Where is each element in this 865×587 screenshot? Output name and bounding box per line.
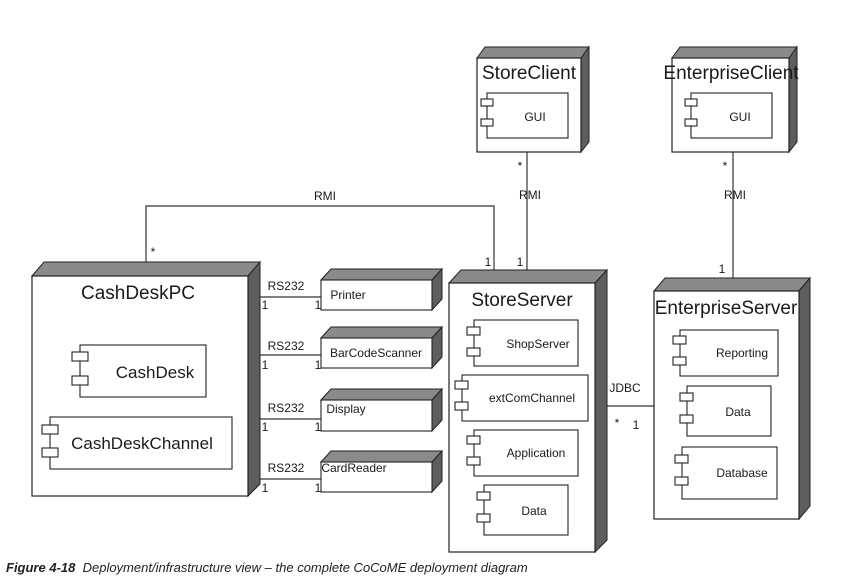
multiplicity-display-right: 1 xyxy=(315,420,322,434)
figure-caption: Figure 4-18 Deployment/infrastructure vi… xyxy=(6,560,528,575)
enterprise-server-title: EnterpriseServer xyxy=(655,298,798,319)
reporting-label: Reporting xyxy=(716,346,768,360)
cash-desk-channel-label: CashDeskChannel xyxy=(71,434,213,453)
node-store-client: StoreClient GUI xyxy=(476,45,590,154)
component-store-data: Data xyxy=(476,484,569,536)
multiplicity-jdbc-store: * xyxy=(615,416,620,430)
shop-server-label: ShopServer xyxy=(506,337,569,351)
node-display: Display xyxy=(319,387,444,433)
component-application: Application xyxy=(466,429,579,477)
rs232-barcode-label: RS232 xyxy=(268,339,305,353)
multiplicity-enterpriseserver: 1 xyxy=(719,262,726,276)
rmi-cashdesk-store-line xyxy=(145,205,495,270)
store-client-gui-label: GUI xyxy=(524,110,545,124)
component-shop-server: ShopServer xyxy=(466,319,579,367)
multiplicity-cardreader-right: 1 xyxy=(315,481,322,495)
multiplicity-cardreader-left: 1 xyxy=(262,481,269,495)
rs232-cardreader-label: RS232 xyxy=(268,461,305,475)
node-store-server: StoreServer ShopServer extComChannel App… xyxy=(447,268,609,554)
enterprise-data-label: Data xyxy=(725,405,751,419)
figure-number: Figure 4-18 xyxy=(6,560,76,575)
node-enterprise-server: EnterpriseServer Reporting Data Database xyxy=(652,276,812,521)
database-label: Database xyxy=(716,466,768,480)
card-reader-label: CardReader xyxy=(321,461,386,475)
node-card-reader: CardReader xyxy=(319,449,444,494)
store-data-label: Data xyxy=(521,504,547,518)
multiplicity-enterpriseclient: * xyxy=(723,159,728,173)
multiplicity-barcode-left: 1 xyxy=(262,358,269,372)
jdbc-label: JDBC xyxy=(609,381,641,395)
figure-caption-text: Deployment/infrastructure view – the com… xyxy=(82,560,528,575)
connector-labels: RMI RMI RMI RS232 RS232 RS232 RS232 JDBC xyxy=(268,188,746,475)
multiplicity-printer-left: 1 xyxy=(262,298,269,312)
barcode-scanner-label: BarCodeScanner xyxy=(330,346,422,360)
multiplicity-store-rmi-cashdesk: 1 xyxy=(485,255,492,269)
component-database: Database xyxy=(674,446,778,500)
multiplicity-store-rmi-client: 1 xyxy=(517,255,524,269)
rmi-cashdesk-store-label: RMI xyxy=(314,189,336,203)
component-reporting: Reporting xyxy=(672,329,779,377)
component-store-client-gui: GUI xyxy=(480,92,569,139)
multiplicity-printer-right: 1 xyxy=(315,298,322,312)
multiplicity-barcode-right: 1 xyxy=(315,358,322,372)
enterprise-client-title: EnterpriseClient xyxy=(663,63,799,84)
node-enterprise-client: EnterpriseClient GUI xyxy=(663,45,799,154)
multiplicity-cashdesk-rmi: * xyxy=(151,245,156,259)
rs232-printer-label: RS232 xyxy=(268,279,305,293)
rmi-storeclient-label: RMI xyxy=(519,188,541,202)
printer-label: Printer xyxy=(330,288,365,302)
store-server-title: StoreServer xyxy=(471,290,573,311)
multiplicity-labels: * 1 1 * * 1 1 1 1 1 1 1 1 1 * 1 xyxy=(151,159,728,495)
cash-desk-pc-title: CashDeskPC xyxy=(81,283,195,304)
store-client-title: StoreClient xyxy=(482,63,577,84)
multiplicity-display-left: 1 xyxy=(262,420,269,434)
component-enterprise-client-gui: GUI xyxy=(684,92,773,139)
component-ext-com-channel: extComChannel xyxy=(454,374,589,422)
rs232-display-label: RS232 xyxy=(268,401,305,415)
node-printer: Printer xyxy=(319,267,444,312)
node-cash-desk-pc: CashDeskPC CashDesk CashDeskChannel xyxy=(30,260,262,498)
node-barcode-scanner: BarCodeScanner xyxy=(319,325,444,370)
display-label: Display xyxy=(326,402,365,416)
multiplicity-storeclient: * xyxy=(518,159,523,173)
enterprise-client-gui-label: GUI xyxy=(729,110,750,124)
ext-com-channel-label: extComChannel xyxy=(489,391,575,405)
component-enterprise-data: Data xyxy=(679,385,772,437)
component-cash-desk: CashDesk xyxy=(71,344,207,398)
cash-desk-label: CashDesk xyxy=(116,363,195,382)
application-label: Application xyxy=(507,446,566,460)
rmi-enterpriseclient-label: RMI xyxy=(724,188,746,202)
multiplicity-jdbc-enterprise: 1 xyxy=(633,418,640,432)
component-cash-desk-channel: CashDeskChannel xyxy=(41,416,233,470)
